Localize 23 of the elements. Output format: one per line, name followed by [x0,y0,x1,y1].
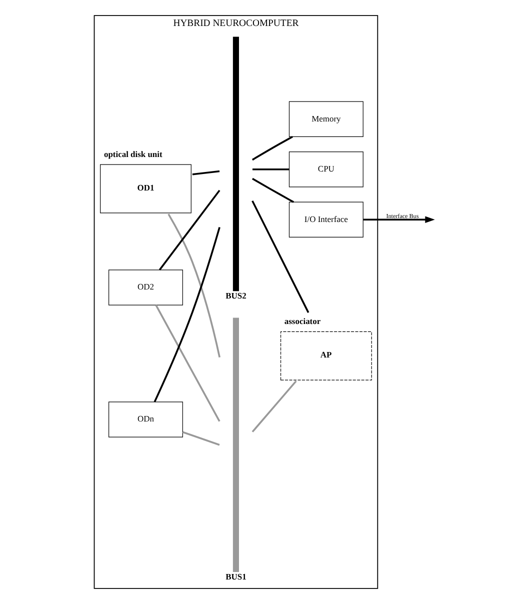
node-box [232,318,238,572]
connector [251,200,309,313]
connector [153,227,220,402]
node-label: BUS1 [225,571,246,582]
node-box: I/O Interface [288,202,363,238]
node-box: OD1 [100,164,191,214]
connector [182,431,220,446]
node-box: OD2 [108,270,182,306]
connector [167,214,220,358]
connector [158,190,220,270]
node-box: ODn [108,402,182,438]
connector [252,178,294,203]
connector [251,380,296,432]
connector [252,168,289,170]
node-box: AP [280,331,372,380]
node-label: BUS2 [225,290,246,300]
node-box [232,36,238,292]
connector [251,136,292,161]
connector [192,170,220,176]
node-box: CPU [288,152,363,188]
node-label: associator [284,316,320,326]
node-label: optical disk unit [103,148,162,159]
node-box: Memory [288,101,363,137]
